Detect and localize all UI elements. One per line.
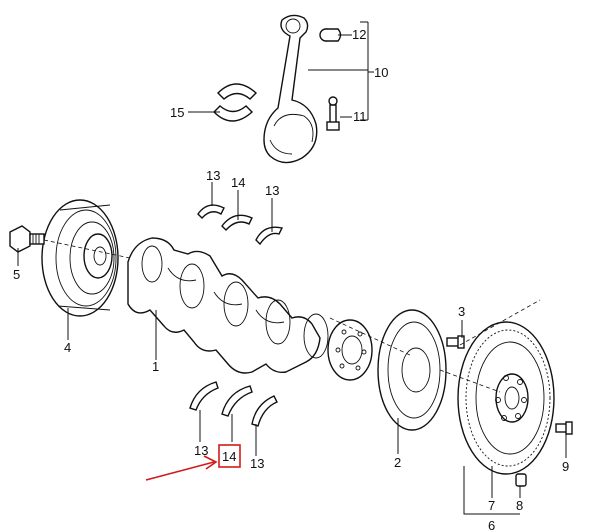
callout-13-lower-left: 13 bbox=[194, 443, 208, 458]
callout-11: 11 bbox=[353, 109, 367, 124]
callout-13-upper-left: 13 bbox=[206, 168, 220, 183]
callout-8: 8 bbox=[516, 498, 523, 513]
con-rod-bolt bbox=[326, 96, 340, 131]
callout-12: 12 bbox=[352, 27, 366, 42]
upper-bearing-shells bbox=[197, 204, 284, 246]
callout-5: 5 bbox=[13, 267, 20, 282]
crankshaft-pulley bbox=[41, 199, 119, 317]
con-rod-bearing-shells bbox=[213, 83, 258, 122]
drive-plate-bolt bbox=[446, 335, 465, 349]
callout-2: 2 bbox=[394, 455, 401, 470]
callout-6: 6 bbox=[488, 518, 495, 531]
leader-lines bbox=[17, 21, 567, 515]
piston-pin-bushing bbox=[319, 28, 342, 42]
callout-labels: 1 2 3 4 5 6 7 8 9 10 11 12 13 13 13 13 1… bbox=[13, 27, 569, 531]
crankshaft bbox=[127, 237, 329, 374]
dowel-pin bbox=[515, 473, 527, 487]
callout-3: 3 bbox=[458, 304, 465, 319]
assembly-axis bbox=[43, 239, 501, 393]
flywheel bbox=[457, 321, 555, 475]
callout-9: 9 bbox=[562, 459, 569, 474]
callout-14-lower: 14 bbox=[222, 449, 236, 464]
highlight-arrow bbox=[145, 455, 218, 481]
callout-15: 15 bbox=[170, 105, 184, 120]
highlight-box bbox=[218, 444, 241, 468]
callout-13-lower-right: 13 bbox=[250, 456, 264, 471]
lower-bearing-shells bbox=[189, 381, 278, 427]
crankshaft-flange bbox=[327, 319, 373, 381]
flywheel-bolt bbox=[555, 421, 573, 435]
callout-13-upper-right: 13 bbox=[265, 183, 279, 198]
callout-1: 1 bbox=[152, 359, 159, 374]
callout-4: 4 bbox=[64, 340, 71, 355]
connecting-rod bbox=[263, 14, 318, 164]
callout-7: 7 bbox=[488, 498, 495, 513]
pulley-bolt bbox=[9, 225, 45, 253]
flywheel-axis bbox=[459, 299, 541, 346]
drive-plate bbox=[377, 309, 447, 431]
callout-10: 10 bbox=[374, 65, 388, 80]
callout-14-upper: 14 bbox=[231, 175, 245, 190]
